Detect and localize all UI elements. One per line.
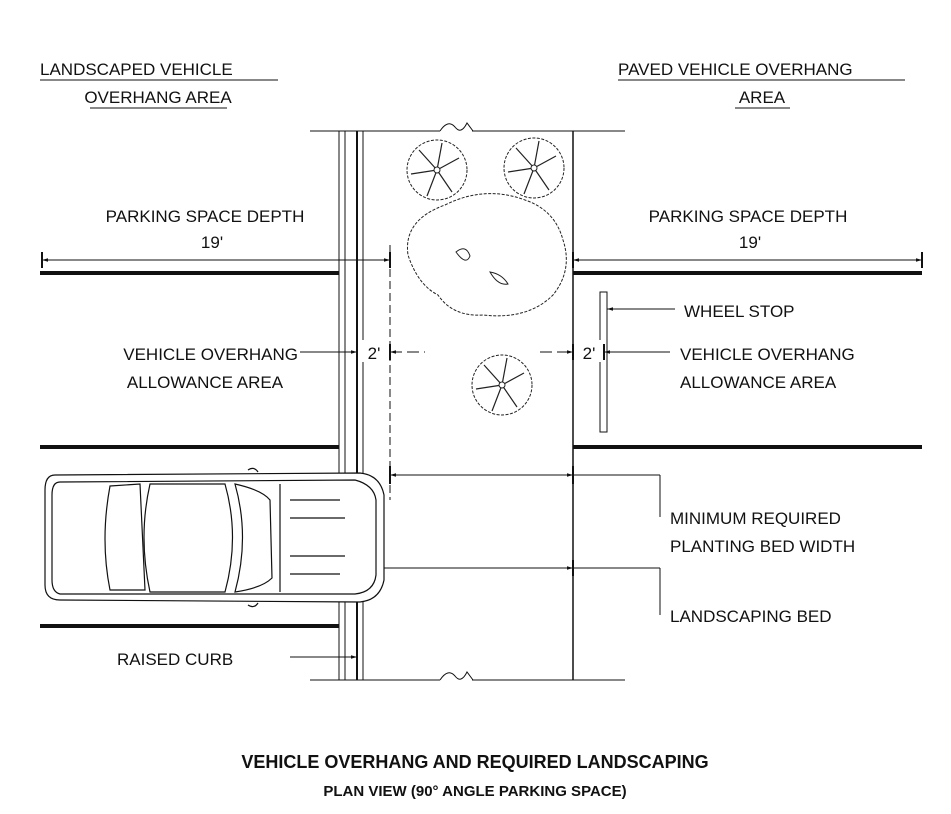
depth-dimension-right: PARKING SPACE DEPTH 19': [572, 207, 923, 268]
min-bed-label-2: PLANTING BED WIDTH: [670, 537, 855, 556]
header-left-line2: OVERHANG AREA: [84, 88, 232, 107]
overhang-dimension-right: 2' VEHICLE OVERHANG ALLOWANCE AREA: [540, 340, 855, 392]
overhang-label-right-2: ALLOWANCE AREA: [680, 373, 837, 392]
overhang-label-left-2: ALLOWANCE AREA: [127, 373, 284, 392]
tree-icon: [471, 354, 533, 416]
depth-label: PARKING SPACE DEPTH: [649, 207, 848, 226]
depth-value: 19': [739, 233, 761, 252]
tree-icon: [406, 139, 468, 201]
header-right-line2: AREA: [739, 88, 786, 107]
parking-stripes: [40, 271, 922, 628]
overhang-label-left: VEHICLE OVERHANG: [123, 345, 298, 364]
overhang-label-right: VEHICLE OVERHANG: [680, 345, 855, 364]
car-icon: [44, 467, 385, 608]
header-right: PAVED VEHICLE OVERHANG AREA: [618, 60, 905, 109]
wheel-stop-label: WHEEL STOP: [684, 302, 795, 321]
depth-value: 19': [201, 233, 223, 252]
overhang-value: 2': [583, 344, 596, 363]
diagram-subtitle: PLAN VIEW (90° ANGLE PARKING SPACE): [323, 783, 626, 800]
header-right-line1: PAVED VEHICLE OVERHANG: [618, 60, 853, 79]
wheel-stop: [599, 291, 608, 433]
landscaping-bed-dimension: LANDSCAPING BED: [362, 560, 832, 626]
header-left-line1: LANDSCAPED VEHICLE: [40, 60, 233, 79]
diagram-title: VEHICLE OVERHANG AND REQUIRED LANDSCAPIN…: [241, 752, 708, 772]
raised-curb-label: RAISED CURB: [117, 650, 233, 669]
min-bed-dimension: MINIMUM REQUIRED PLANTING BED WIDTH: [389, 466, 855, 556]
tree-icon: [503, 137, 565, 199]
overhang-dimension-left: 2' VEHICLE OVERHANG ALLOWANCE AREA: [123, 340, 425, 392]
overhang-value: 2': [368, 344, 381, 363]
landscaping-bed-label: LANDSCAPING BED: [670, 607, 832, 626]
depth-label: PARKING SPACE DEPTH: [106, 207, 305, 226]
shrub-icon: [406, 193, 567, 317]
header-left: LANDSCAPED VEHICLE OVERHANG AREA: [40, 60, 278, 109]
min-bed-label: MINIMUM REQUIRED: [670, 509, 841, 528]
depth-dimension-left: PARKING SPACE DEPTH 19': [41, 207, 391, 268]
